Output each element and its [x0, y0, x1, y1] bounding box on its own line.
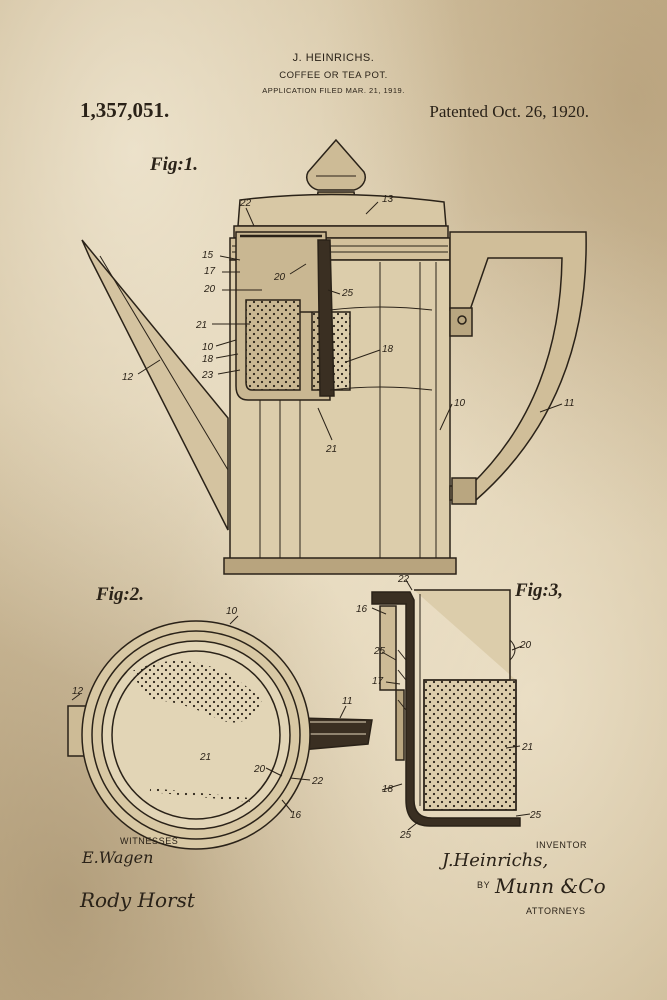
- patent-title: COFFEE OR TEA POT.: [279, 70, 388, 81]
- fig1-handle: [449, 231, 587, 501]
- fig2-label-10: 10: [226, 606, 238, 617]
- fig1-label-25: 25: [341, 288, 354, 299]
- by-label: BY: [477, 880, 491, 890]
- fig1-label-21b: 21: [325, 444, 337, 455]
- fig3-label-18: 18: [382, 784, 394, 795]
- fig3-label-16: 16: [356, 604, 368, 615]
- fig1-label-10b: 10: [454, 398, 466, 409]
- fig1-pot: [81, 138, 587, 575]
- fig2-label-12: 12: [72, 686, 84, 697]
- fig1-label-23: 23: [201, 370, 214, 381]
- fig3-label-20: 20: [519, 640, 532, 651]
- fig2-label-22: 22: [311, 776, 324, 787]
- fig2-label-16: 16: [290, 810, 302, 821]
- fig1-label-13: 13: [382, 194, 394, 205]
- fig3-label-25c: 25: [399, 830, 412, 841]
- fig1-label-12: 12: [122, 372, 134, 383]
- witnesses-label: WITNESSES: [120, 836, 179, 846]
- patent-number: 1,357,051.: [80, 98, 170, 122]
- fig1-caption: Fig:1.: [150, 154, 199, 175]
- fig1-label-18a: 18: [202, 354, 214, 365]
- fig2-label-21: 21: [199, 752, 211, 763]
- fig1-label-15: 15: [202, 250, 214, 261]
- fig3-label-21: 21: [521, 742, 533, 753]
- fig1-label-21a: 21: [195, 320, 207, 331]
- inventor-label: INVENTOR: [536, 840, 588, 850]
- fig1-spout: [81, 239, 229, 531]
- fig2-caption: Fig:2.: [96, 584, 145, 605]
- patent-date: Patented Oct. 26, 1920.: [429, 102, 589, 121]
- witness-signature-1: E.Wagen: [82, 848, 154, 867]
- fig1-lid: [237, 193, 447, 227]
- fig1-label-18b: 18: [382, 344, 394, 355]
- fig3-label-25b: 25: [529, 810, 542, 821]
- inventor-signature: J.Heinrichs,: [442, 850, 549, 871]
- fig2-label-20: 20: [253, 764, 266, 775]
- inventor-name: J. HEINRICHS.: [292, 52, 375, 64]
- fig1-label-17: 17: [204, 266, 216, 277]
- application-filed: APPLICATION FILED MAR. 21, 1919.: [262, 86, 405, 95]
- fig3-label-22: 22: [397, 574, 410, 585]
- fig1-label-10a: 10: [202, 342, 214, 353]
- fig1-label-11: 11: [564, 398, 574, 409]
- fig2-top-view: [67, 620, 373, 850]
- fig3-label-17: 17: [372, 676, 384, 687]
- fig3-section: [371, 589, 521, 827]
- attorneys-label: ATTORNEYS: [526, 906, 586, 916]
- fig3-label-25a: 25: [373, 646, 386, 657]
- attorney-signature: Munn &Co: [495, 874, 606, 898]
- fig3-caption: Fig:3,: [515, 580, 564, 601]
- fig1-label-22: 22: [239, 198, 252, 209]
- fig1-label-20b: 20: [273, 272, 286, 283]
- fig1-label-20a: 20: [203, 284, 216, 295]
- fig2-label-11: 11: [342, 696, 352, 707]
- witness-signature-2: Rody Horst: [80, 888, 195, 912]
